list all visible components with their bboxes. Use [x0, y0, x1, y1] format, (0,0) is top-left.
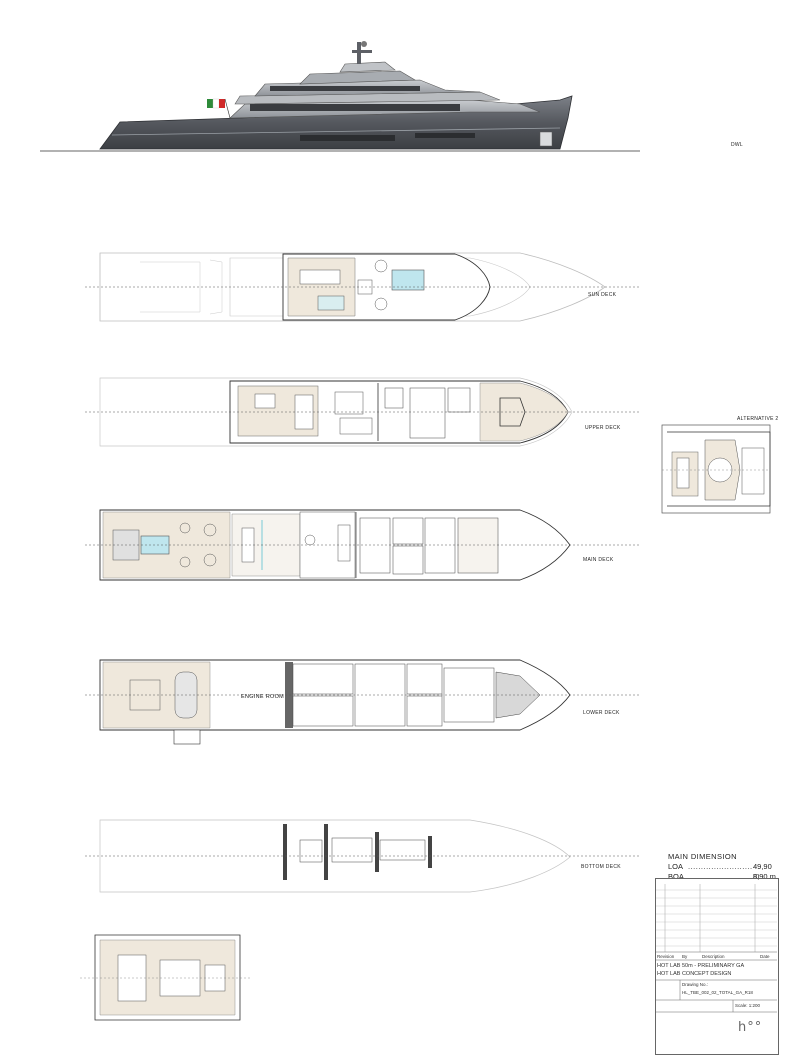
drawing-no: HL_TBE_002_02_TOTAL_GA_R18 — [682, 990, 753, 995]
boa-value: 8,90 m — [753, 872, 776, 881]
aft-alternative-detail — [80, 934, 250, 1021]
profile-view — [40, 41, 640, 152]
bottom-deck-label: BOTTOM DECK — [581, 864, 621, 870]
brand-mark: h°° — [738, 1020, 763, 1035]
alternative-2-label: ALTERNATIVE 2 — [737, 416, 779, 422]
upper-deck-plan — [85, 377, 640, 447]
drawing-no-label: Drawing No.: — [682, 982, 709, 987]
main-deck-plan — [85, 509, 640, 581]
bottom-deck-plan — [85, 819, 640, 893]
brand-logo: h°° — [738, 1018, 774, 1035]
engine-room-label: ENGINE ROOM — [241, 694, 285, 700]
project-title: HOT LAB 50m - PRELIMINARY GA — [657, 963, 745, 969]
sun-deck-plan — [85, 252, 640, 322]
loa-value: 49,90 m — [753, 862, 772, 880]
revision-header: Revision — [657, 954, 675, 959]
project-subtitle: HOT LAB CONCEPT DESIGN — [657, 971, 732, 977]
by-header: By — [682, 954, 688, 959]
upper-deck-label: UPPER DECK — [585, 425, 621, 431]
lower-deck-plan — [85, 659, 640, 745]
sun-deck-label: SUN DECK — [588, 292, 617, 298]
lower-deck-label: LOWER DECK — [583, 710, 620, 716]
boa-label: BOA — [668, 872, 684, 881]
description-header: Description — [702, 954, 725, 959]
date-header: Date — [760, 954, 770, 959]
alternative-2-inset — [661, 424, 771, 514]
title-block-grid — [655, 884, 777, 1013]
sun-deck-jacuzzi — [391, 269, 425, 291]
main-deck-label: MAIN DECK — [583, 557, 614, 563]
dwl-label: DWL — [731, 142, 744, 148]
scale-text: Scale: 1:200 — [735, 1003, 761, 1008]
title-block — [655, 878, 779, 1055]
main-dimension-title: MAIN DIMENSION — [668, 852, 737, 861]
loa-label: LOA — [668, 862, 684, 871]
